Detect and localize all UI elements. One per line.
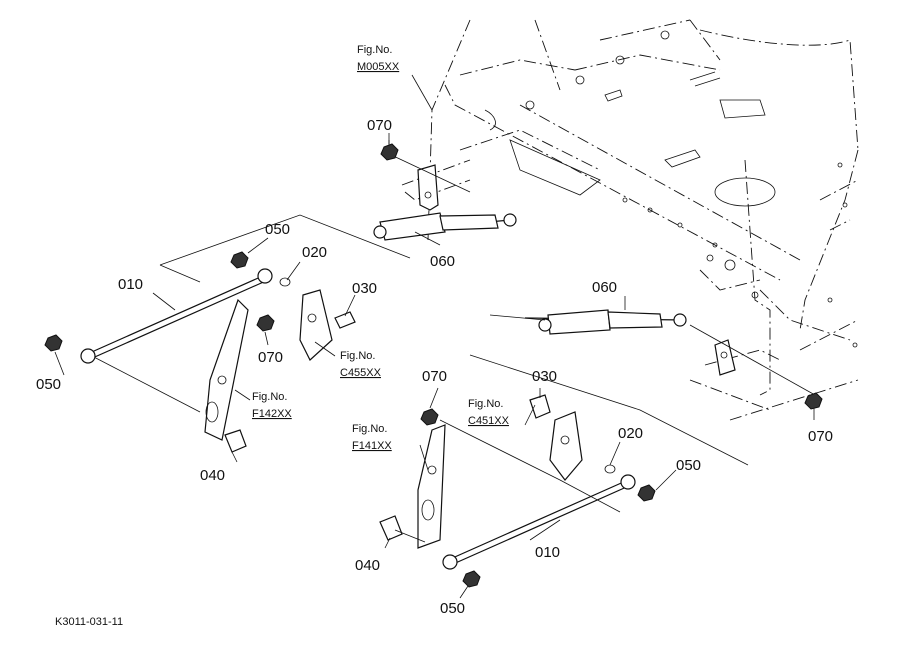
fig-label-m005-code[interactable]: M005XX: [357, 61, 400, 73]
part-label-030-left: 030: [352, 280, 377, 297]
leader-lines: [54, 74, 815, 599]
fig-label-c455-prefix: Fig.No.: [340, 350, 375, 362]
upper-bracket: [386, 152, 471, 211]
part-label-010-right: 010: [535, 544, 560, 561]
part-label-030-right: 030: [532, 368, 557, 385]
part-label-060-right: 060: [592, 279, 617, 296]
nut-070-right: [804, 392, 823, 410]
part-label-070-right: 070: [808, 428, 833, 445]
part-label-020-left: 020: [302, 244, 327, 261]
fig-label-c451-prefix: Fig.No.: [468, 398, 503, 410]
part-label-010-left: 010: [118, 276, 143, 293]
part-label-050-bottom: 050: [440, 600, 465, 617]
right-bracket: [689, 324, 816, 396]
gas-damper-060-upper: [373, 212, 517, 241]
part-label-060-top: 060: [430, 253, 455, 270]
nut-070-upper: [380, 140, 399, 161]
fig-label-f142-prefix: Fig.No.: [252, 391, 287, 403]
fig-label-c455-code[interactable]: C455XX: [340, 367, 382, 379]
part-label-070-center: 070: [422, 368, 447, 385]
fig-label-c451-code[interactable]: C451XX: [468, 415, 510, 427]
part-label-050-right: 050: [676, 457, 701, 474]
part-label-050-left: 050: [36, 376, 61, 393]
part-label-050-left-top: 050: [265, 221, 290, 238]
part-label-020-right: 020: [618, 425, 643, 442]
part-label-070-left: 070: [258, 349, 283, 366]
right-assembly: [379, 354, 749, 588]
fig-label-m005-prefix: Fig.No.: [357, 44, 392, 56]
diagram-code: K3011-031-11: [55, 616, 123, 628]
left-assembly: [44, 214, 411, 453]
fig-label-f142-code[interactable]: F142XX: [252, 408, 292, 420]
chassis-frame: [401, 19, 859, 421]
fig-label-f141-prefix: Fig.No.: [352, 423, 387, 435]
part-label-040-left: 040: [200, 467, 225, 484]
part-label-040-right: 040: [355, 557, 380, 574]
fig-label-f141-code[interactable]: F141XX: [352, 440, 392, 452]
part-label-070-top: 070: [367, 117, 392, 134]
gas-damper-060-lower: [489, 309, 687, 335]
